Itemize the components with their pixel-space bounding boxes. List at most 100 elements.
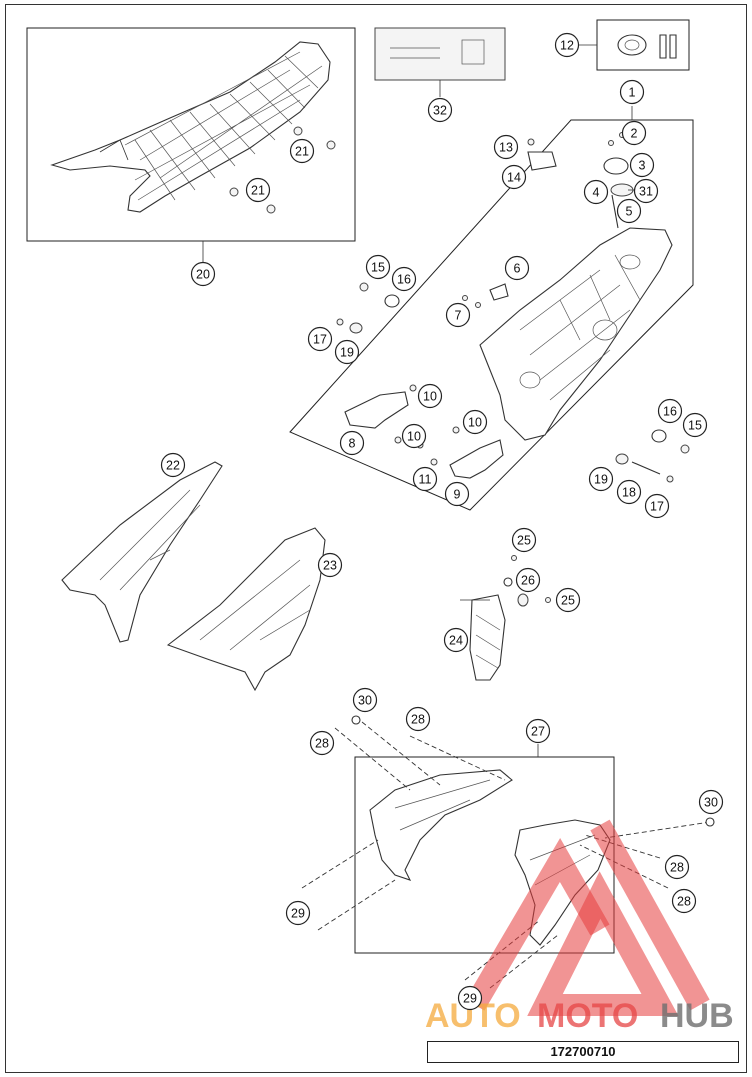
callout-6: 6 <box>504 255 530 281</box>
callout-number: 16 <box>663 405 677 419</box>
callout-circle <box>443 627 469 653</box>
callout-circle <box>616 198 642 224</box>
callout-circle <box>511 527 537 553</box>
callout-circle <box>352 687 378 713</box>
callout-number: 3 <box>639 159 646 173</box>
callout-number: 8 <box>349 437 356 451</box>
bracket-part <box>527 151 557 171</box>
seat-part <box>50 41 331 213</box>
callout-number: 19 <box>594 473 608 487</box>
callout-number: 16 <box>397 273 411 287</box>
callout-number: 10 <box>407 430 421 444</box>
callout-number: 12 <box>560 39 574 53</box>
callout-18: 18 <box>616 479 642 505</box>
callout-28: 28 <box>405 706 431 732</box>
callout-circle <box>504 255 530 281</box>
callout-number: 10 <box>423 390 437 404</box>
bracket-left-part <box>344 391 409 429</box>
callout-number: 10 <box>468 416 482 430</box>
callout-number: 4 <box>593 186 600 200</box>
fuel-pump-flange-part <box>603 157 629 175</box>
bracket-right-part <box>449 439 504 479</box>
seat-group-box <box>26 27 356 242</box>
callout-number: 1 <box>629 86 636 100</box>
callout-31: 31 <box>633 178 659 204</box>
callout-28: 28 <box>664 854 690 880</box>
callout-number: 31 <box>639 185 653 199</box>
callout-number: 5 <box>626 205 633 219</box>
watermark-moto: MOTO <box>537 997 638 1035</box>
callout-circle <box>682 412 708 438</box>
callout-number: 7 <box>455 309 462 323</box>
callout-9: 9 <box>444 481 470 507</box>
callout-circle <box>501 164 527 190</box>
callout-17: 17 <box>644 493 670 519</box>
callout-12: 12 <box>554 32 580 58</box>
callout-circle <box>629 152 655 178</box>
callout-28: 28 <box>671 888 697 914</box>
callout-circle <box>289 138 315 164</box>
callout-number: 30 <box>704 796 718 810</box>
callout-circle <box>445 302 471 328</box>
callout-circle <box>405 706 431 732</box>
callout-circle <box>525 718 551 744</box>
callout-circle <box>671 888 697 914</box>
callout-29: 29 <box>457 985 483 1011</box>
callout-number: 28 <box>670 861 684 875</box>
callout-circle <box>317 552 343 578</box>
callout-number: 23 <box>323 559 337 573</box>
callout-circle <box>365 254 391 280</box>
decal-logo-mark <box>461 39 485 65</box>
callout-circle <box>285 900 311 926</box>
callout-circle <box>554 32 580 58</box>
callout-27: 27 <box>525 718 551 744</box>
side-cover-left-part <box>61 461 223 643</box>
callout-5: 5 <box>616 198 642 224</box>
callout-28: 28 <box>309 730 335 756</box>
callout-number: 13 <box>499 141 513 155</box>
callout-number: 32 <box>433 104 447 118</box>
callout-number: 19 <box>340 346 354 360</box>
callout-10: 10 <box>462 409 488 435</box>
callout-circle <box>391 266 417 292</box>
callout-circle <box>657 398 683 424</box>
callout-number: 21 <box>295 145 309 159</box>
callout-30: 30 <box>352 687 378 713</box>
callout-number: 15 <box>371 261 385 275</box>
callout-number: 28 <box>411 713 425 727</box>
callout-circle <box>307 326 333 352</box>
callout-circle <box>493 134 519 160</box>
callout-11: 11 <box>412 466 438 492</box>
callout-number: 14 <box>507 171 521 185</box>
callout-15: 15 <box>682 412 708 438</box>
callout-7: 7 <box>445 302 471 328</box>
callout-number: 21 <box>251 184 265 198</box>
callout-circle <box>245 177 271 203</box>
callout-number: 20 <box>196 268 210 282</box>
airbox-cover-left-part <box>369 769 513 881</box>
callout-circle <box>698 789 724 815</box>
callout-number: 11 <box>419 473 432 487</box>
callout-circle <box>616 479 642 505</box>
callout-circle <box>462 409 488 435</box>
callout-circle <box>444 481 470 507</box>
fuel-cap-part <box>617 34 647 56</box>
callout-25: 25 <box>511 527 537 553</box>
callout-number: 15 <box>688 419 702 433</box>
callout-circle <box>515 567 541 593</box>
side-cover-right-part <box>166 527 326 692</box>
sleeve-part <box>631 461 661 475</box>
callout-circle <box>412 466 438 492</box>
callout-number: 26 <box>521 574 535 588</box>
callout-circle <box>457 985 483 1011</box>
guard-part <box>469 594 506 681</box>
callout-15: 15 <box>365 254 391 280</box>
callout-19: 19 <box>588 466 614 492</box>
callout-number: 29 <box>291 907 305 921</box>
callout-number: 28 <box>315 737 329 751</box>
grommet-part <box>503 577 513 587</box>
callout-number: 25 <box>517 534 531 548</box>
callout-4: 4 <box>583 179 609 205</box>
callout-29: 29 <box>285 900 311 926</box>
